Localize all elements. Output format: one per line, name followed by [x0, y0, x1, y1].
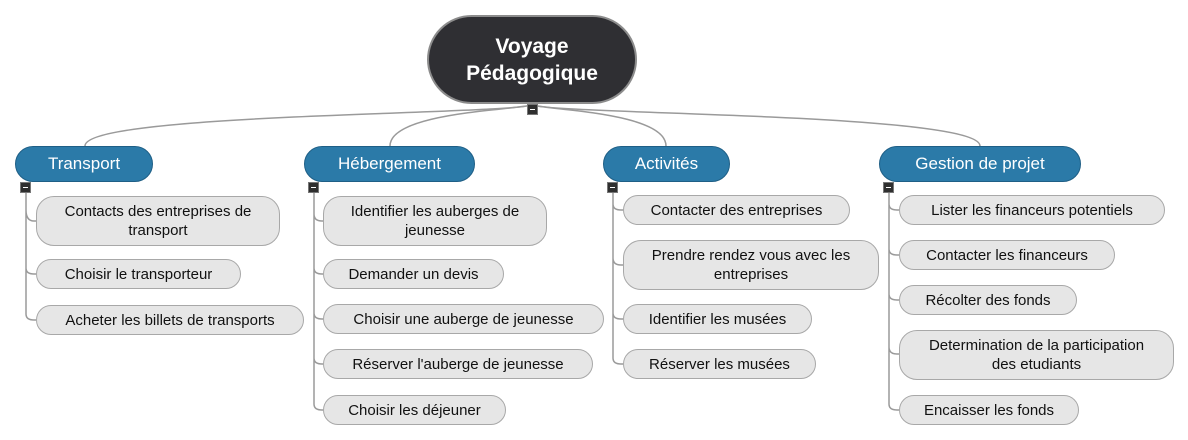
- collapse-toggle-activites[interactable]: [607, 182, 618, 193]
- root-node[interactable]: Voyage Pédagogique: [427, 15, 637, 104]
- topic-choisir-transporteur[interactable]: Choisir le transporteur: [36, 259, 241, 289]
- topic-identifier-musees[interactable]: Identifier les musées: [623, 304, 812, 334]
- collapse-toggle-gestion-projet[interactable]: [883, 182, 894, 193]
- branch-label: Gestion de projet: [915, 154, 1045, 173]
- topic-prendre-rendez-vous[interactable]: Prendre rendez vous avec les entreprises: [623, 240, 879, 290]
- topic-identifier-auberges[interactable]: Identifier les auberges de jeunesse: [323, 196, 547, 246]
- topic-reserver-musees[interactable]: Réserver les musées: [623, 349, 816, 379]
- branch-gestion-projet[interactable]: Gestion de projet: [879, 146, 1081, 182]
- root-title-line1: Voyage: [495, 34, 569, 58]
- topic-contacter-financeurs[interactable]: Contacter les financeurs: [899, 240, 1115, 270]
- branch-label: Transport: [47, 154, 121, 173]
- topic-lister-financeurs[interactable]: Lister les financeurs potentiels: [899, 195, 1165, 225]
- topic-contacter-entreprises[interactable]: Contacter des entreprises: [623, 195, 850, 225]
- root-title-line2: Pédagogique: [466, 61, 598, 85]
- topic-encaisser-fonds[interactable]: Encaisser les fonds: [899, 395, 1079, 425]
- branch-activites[interactable]: Activités: [603, 146, 730, 182]
- collapse-toggle-root[interactable]: [527, 104, 538, 115]
- branch-label: Activités: [634, 154, 699, 173]
- collapse-toggle-hebergement[interactable]: [308, 182, 319, 193]
- branch-label: Hébergement: [337, 154, 441, 173]
- topic-recolter-fonds[interactable]: Récolter des fonds: [899, 285, 1077, 315]
- topic-choisir-dejeuner[interactable]: Choisir les déjeuner: [323, 395, 506, 425]
- topic-choisir-auberge[interactable]: Choisir une auberge de jeunesse: [323, 304, 604, 334]
- topic-determination-participation[interactable]: Determination de la participation des et…: [899, 330, 1174, 380]
- topic-contacts-entreprises-transport[interactable]: Contacts des entreprises de transport: [36, 196, 280, 246]
- branch-hebergement[interactable]: Hébergement: [304, 146, 475, 182]
- branch-transport[interactable]: Transport: [15, 146, 153, 182]
- topic-acheter-billets[interactable]: Acheter les billets de transports: [36, 305, 304, 335]
- collapse-toggle-transport[interactable]: [20, 182, 31, 193]
- topic-demander-devis[interactable]: Demander un devis: [323, 259, 504, 289]
- topic-reserver-auberge[interactable]: Réserver l'auberge de jeunesse: [323, 349, 593, 379]
